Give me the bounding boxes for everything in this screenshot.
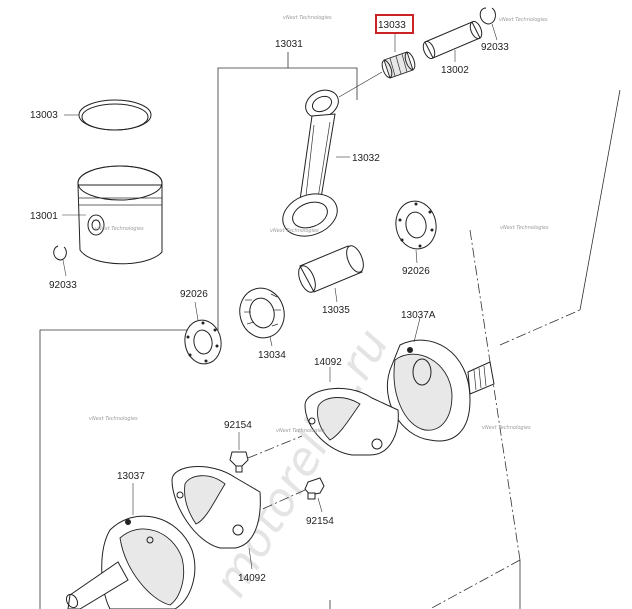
vnext-watermark: vNext Technologies bbox=[499, 17, 548, 23]
label-13037A[interactable]: 13037A bbox=[401, 310, 436, 321]
label-13034[interactable]: 13034 bbox=[258, 350, 286, 361]
assembly-frame bbox=[39, 52, 621, 609]
label-13002[interactable]: 13002 bbox=[441, 65, 469, 76]
label-92033-left[interactable]: 92033 bbox=[49, 280, 77, 291]
washer-holes-right bbox=[398, 202, 434, 248]
vnext-watermark: vNext Technologies bbox=[89, 416, 138, 422]
bolt-92154-top[interactable] bbox=[229, 432, 303, 473]
label-13003[interactable]: 13003 bbox=[30, 110, 58, 121]
label-13031[interactable]: 13031 bbox=[275, 39, 303, 50]
thrust-washer-92026-right[interactable] bbox=[392, 198, 440, 264]
label-14092-top[interactable]: 14092 bbox=[314, 357, 342, 368]
vnext-watermark: vNext Technologies bbox=[482, 425, 531, 431]
vnext-watermark: vNext Technologies bbox=[500, 225, 549, 231]
vnext-watermark: vNext Technologies bbox=[276, 428, 325, 434]
small-end-bearing-13033[interactable] bbox=[380, 33, 417, 79]
big-end-bearing-13034[interactable] bbox=[234, 283, 289, 347]
highlight-box-13033 bbox=[375, 14, 414, 34]
label-92154-top[interactable]: 92154 bbox=[224, 420, 252, 431]
crank-half-13037[interactable] bbox=[64, 483, 196, 609]
label-14092-bottom[interactable]: 14092 bbox=[238, 573, 266, 584]
vnext-watermarks: vNext Technologies vNext Technologies vN… bbox=[89, 15, 549, 434]
circlip-92033-top[interactable] bbox=[479, 7, 498, 41]
crank-pin-13035[interactable] bbox=[295, 243, 366, 303]
washer-holes-left bbox=[186, 321, 219, 363]
label-92026-right[interactable]: 92026 bbox=[402, 266, 430, 277]
vnext-watermark: vNext Technologies bbox=[270, 228, 319, 234]
piston-ring-13003[interactable] bbox=[64, 99, 152, 131]
vnext-watermark: vNext Technologies bbox=[95, 226, 144, 232]
label-92154-bottom[interactable]: 92154 bbox=[306, 516, 334, 527]
crank-half-13037A[interactable] bbox=[386, 317, 495, 442]
crank-web-14092-bottom[interactable] bbox=[171, 466, 261, 570]
label-13032[interactable]: 13032 bbox=[352, 153, 380, 164]
label-13035[interactable]: 13035 bbox=[322, 305, 350, 316]
label-13037[interactable]: 13037 bbox=[117, 471, 145, 482]
connecting-rod-13032[interactable] bbox=[277, 71, 383, 243]
piston-13001[interactable] bbox=[62, 165, 163, 265]
thrust-washer-92026-left[interactable] bbox=[181, 301, 224, 367]
label-13001[interactable]: 13001 bbox=[30, 211, 58, 222]
label-92026-left[interactable]: 92026 bbox=[180, 289, 208, 300]
circlip-92033-left[interactable] bbox=[53, 245, 67, 277]
piston-pin-13002[interactable] bbox=[421, 20, 484, 62]
crank-web-14092-top[interactable] bbox=[304, 367, 399, 456]
label-13033[interactable]: 13033 bbox=[378, 20, 406, 31]
vnext-watermark: vNext Technologies bbox=[283, 15, 332, 21]
label-92033-top[interactable]: 92033 bbox=[481, 42, 509, 53]
